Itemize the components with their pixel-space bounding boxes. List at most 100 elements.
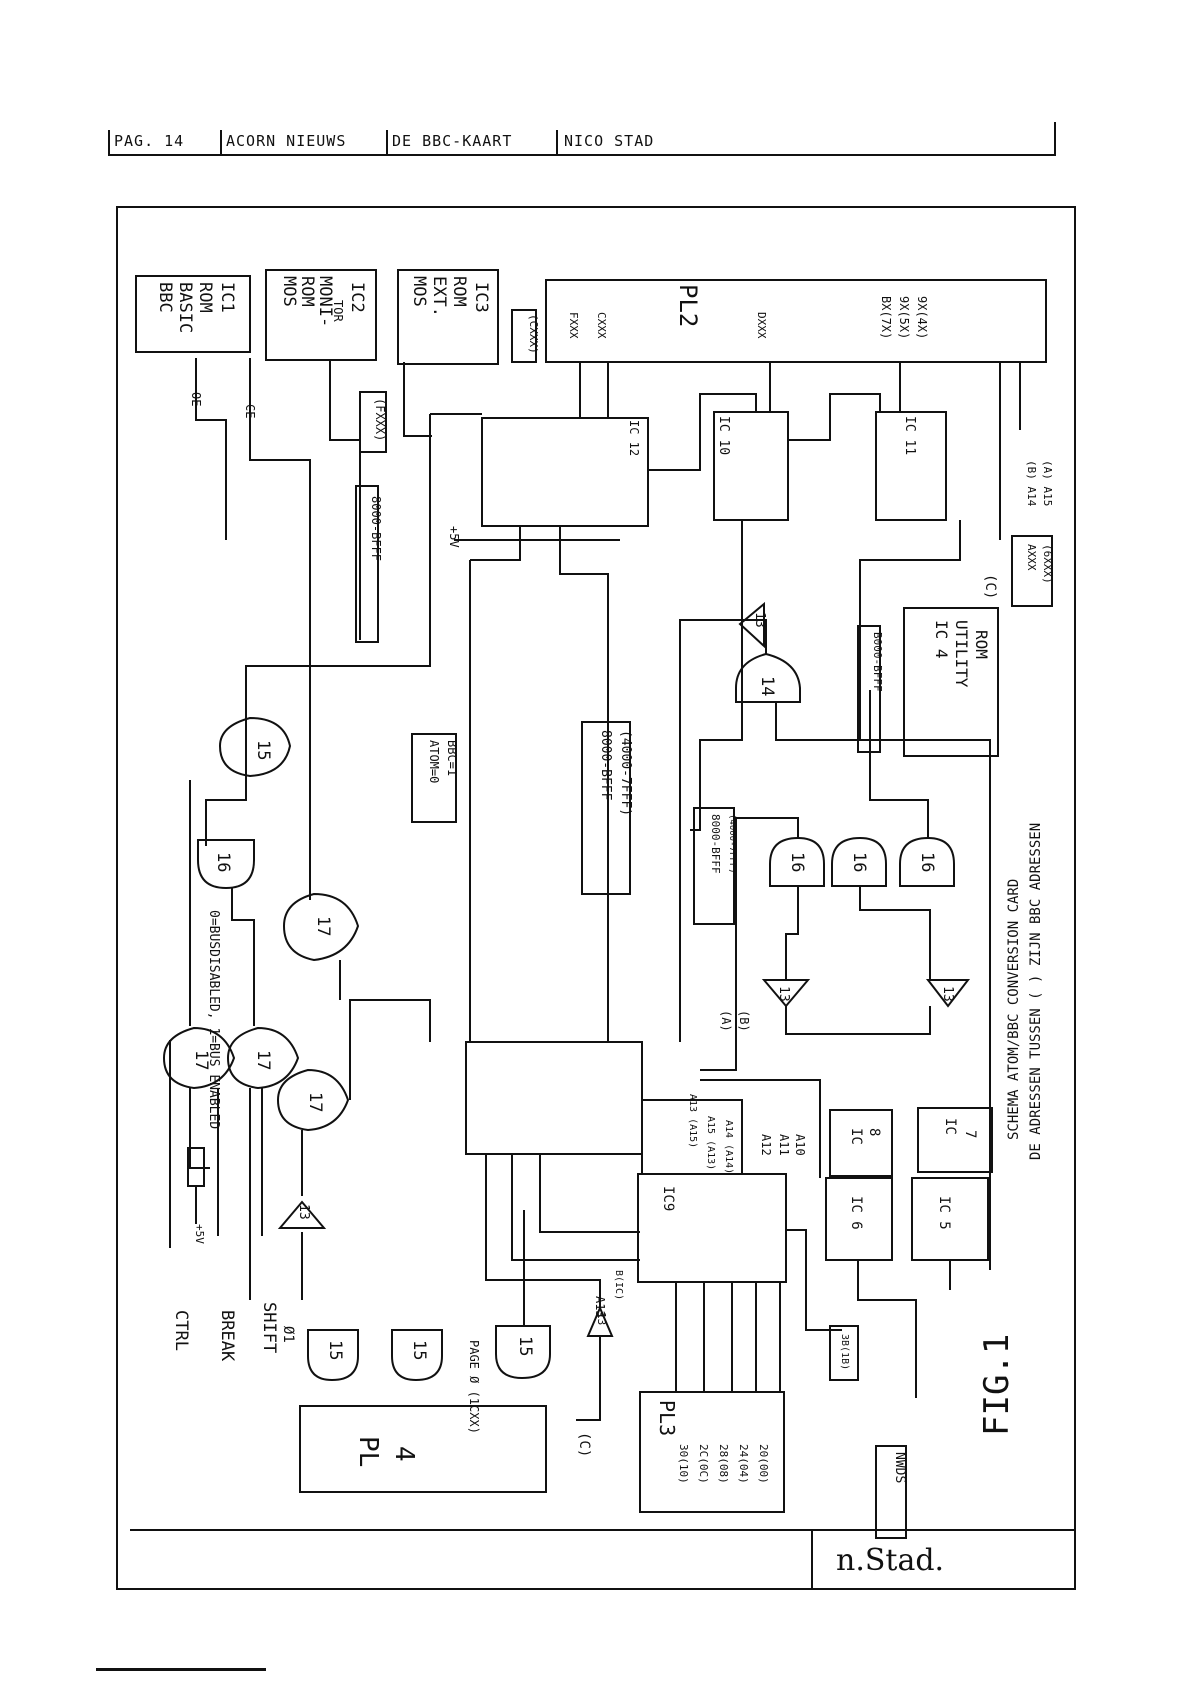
wire xyxy=(690,520,743,831)
page-note: PAGE Ø (1CXX) xyxy=(467,1340,481,1434)
pl2-pin-label: DXXX xyxy=(755,312,768,339)
a14-label: (B) A14 xyxy=(1025,460,1038,507)
wire xyxy=(679,619,767,1042)
a13-15-label: A13 (A15) xyxy=(687,1094,698,1148)
ic11-label: IC 11 xyxy=(902,416,917,455)
range-label: 8000-BFFF xyxy=(369,496,383,561)
header-divider xyxy=(108,130,110,154)
ic2-label-line: ROM xyxy=(297,276,317,307)
lower-mux-box xyxy=(465,1041,643,1155)
range-label: 8000-BFFF xyxy=(598,730,613,801)
shift-label: SHIFT xyxy=(259,1302,279,1353)
signature: n.Stad. xyxy=(836,1543,944,1578)
ic9-box xyxy=(637,1173,787,1283)
c-mark: (C) xyxy=(576,1432,592,1457)
ic7-box xyxy=(917,1107,993,1173)
pl2-pin-label: 9X(4X) xyxy=(915,296,929,339)
ic8-box xyxy=(829,1109,893,1177)
ic12-box xyxy=(481,417,649,527)
gate-number: 14 xyxy=(757,676,777,696)
a10-label: A10 xyxy=(793,1134,807,1156)
page-header: PAG. 14 ACORN NIEUWS DE BBC-KAART NICO S… xyxy=(108,122,1056,156)
range-label: (4000-7FFF) xyxy=(618,730,633,816)
wire xyxy=(785,886,799,980)
pl4-box xyxy=(299,1405,547,1493)
pl3-pin-label: 20(00) xyxy=(757,1444,770,1484)
gate-16-b xyxy=(831,836,887,887)
wire xyxy=(403,362,432,437)
gate-17-break xyxy=(226,1026,300,1090)
wire xyxy=(786,1229,842,1331)
pl3-label: PL3 xyxy=(655,1400,679,1436)
gate-number: 13 xyxy=(595,1312,608,1325)
inverter-13-top xyxy=(738,601,765,649)
wire xyxy=(700,1079,821,1178)
bottom-rule xyxy=(96,1668,266,1671)
header-divider xyxy=(1054,122,1056,154)
header-divider xyxy=(220,130,222,154)
caption-line: DE ADRESSEN TUSSEN ( ) ZIJN BBC ADRESSEN xyxy=(1028,823,1044,1160)
a14-label: A14 (A14) xyxy=(723,1120,734,1174)
gate-number: 17 xyxy=(313,916,333,936)
gate-number: 13 xyxy=(776,986,791,1002)
pl2-pin-label: 9X(5X) xyxy=(897,296,911,339)
break-label: BREAK xyxy=(217,1310,237,1362)
gate-17-center xyxy=(282,892,360,962)
gate-number: 15 xyxy=(325,1340,345,1360)
range-label-box xyxy=(355,485,379,643)
ic12-label: IC 12 xyxy=(627,420,641,456)
ic4-label-line: ROM xyxy=(972,630,991,659)
plus5v-label: +5V xyxy=(193,1224,206,1244)
gate-16-left xyxy=(197,839,255,890)
cxxx-label: (CXXX) xyxy=(527,314,540,354)
ce-label: CE xyxy=(243,404,257,418)
ic7-label-line: 7 xyxy=(962,1130,978,1138)
wire xyxy=(539,1154,640,1233)
gate-number: 15 xyxy=(409,1340,429,1360)
ic4-box xyxy=(903,607,999,757)
gate-number: 16 xyxy=(849,852,869,872)
wire xyxy=(859,520,961,740)
wire xyxy=(349,999,431,1100)
pl2-pin-label: CXXX xyxy=(595,312,608,339)
drawing-frame xyxy=(116,206,1076,1590)
pl4-label-line: PL xyxy=(353,1436,383,1467)
axxx-label: AXXX xyxy=(1025,544,1038,571)
pl3-pin-label: 30(10) xyxy=(677,1444,690,1484)
gate-17-ctrl xyxy=(162,1026,236,1090)
wire xyxy=(245,414,431,710)
ic4-label-line: IC 4 xyxy=(932,620,951,659)
b-mark: (B) xyxy=(737,1010,751,1032)
a15-13-label: A15 (A13) xyxy=(705,1116,716,1170)
phi1-label: Ø1 xyxy=(280,1326,296,1343)
gate-number: 17 xyxy=(305,1092,325,1112)
ic11-box xyxy=(875,411,947,521)
range-label-box xyxy=(857,625,881,753)
pl2-box xyxy=(545,279,1047,363)
figure-label: FIG.1 xyxy=(977,1334,1017,1436)
header-page: PAG. 14 xyxy=(114,132,185,150)
ic1-label-line: BBC xyxy=(155,282,175,313)
pl3-pin-label: 2C(0C) xyxy=(697,1444,710,1484)
wire xyxy=(559,526,609,1042)
fxxx-label-box xyxy=(359,391,387,453)
wire xyxy=(775,702,991,1270)
a12-label: A12 xyxy=(759,1134,773,1156)
range-label-box xyxy=(693,807,735,925)
ic2-label-line: MONI- xyxy=(315,276,335,327)
bus-note: 0=BUSDISABLED, 1=BUS ENABLED xyxy=(206,910,221,1129)
gate-number: 16 xyxy=(213,852,233,872)
gate-17-shift xyxy=(276,1068,350,1132)
wire xyxy=(788,393,881,441)
ic2-label-line: TOR xyxy=(331,300,345,322)
ic1-label-line: ROM xyxy=(195,282,215,313)
wire xyxy=(700,817,799,1071)
ic3-label-line: IC3 xyxy=(471,282,491,313)
gate-15-pl4-c xyxy=(495,1325,551,1380)
ctrl-label: CTRL xyxy=(171,1310,191,1351)
gate-15-pl4-a xyxy=(307,1329,359,1382)
wire xyxy=(231,888,255,1026)
gate-number: 17 xyxy=(253,1050,273,1070)
atom-bbc-label: BBC=1 xyxy=(445,740,459,776)
header-magazine: ACORN NIEUWS xyxy=(226,132,347,150)
